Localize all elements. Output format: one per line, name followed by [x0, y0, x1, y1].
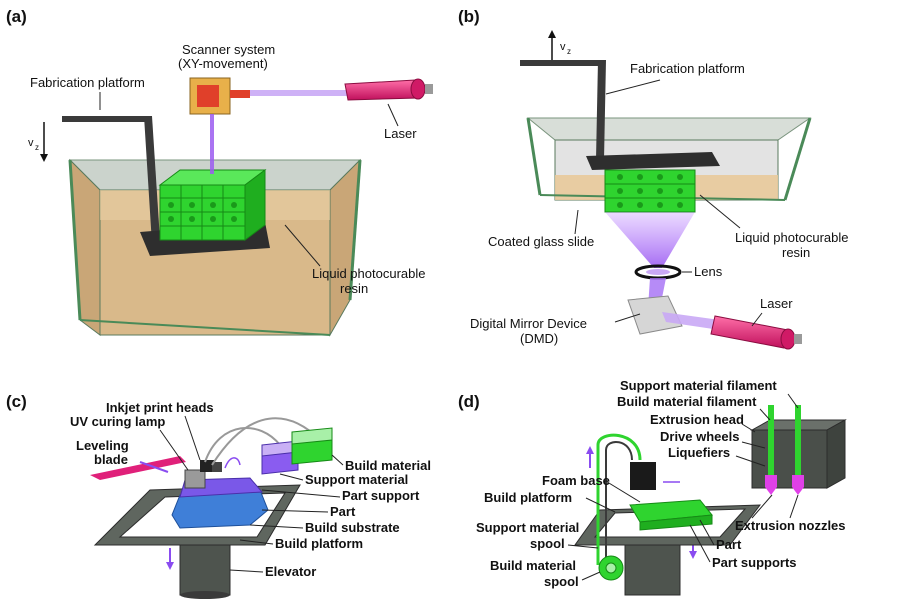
- panel-d-extrusion-head: [750, 405, 847, 495]
- panel-d-label: (d): [458, 392, 480, 411]
- panel-c-leveling-label-1: Leveling: [76, 438, 129, 453]
- panel-b-fabrication-platform: [520, 60, 720, 170]
- panel-d-part: [629, 499, 713, 531]
- panel-a-vz-sub: z: [35, 143, 39, 152]
- panel-d-build-spool-label-1: Build material: [490, 558, 576, 573]
- panel-c-uv-label: UV curing lamp: [70, 414, 165, 429]
- panel-b-resin-label-2: resin: [782, 245, 810, 260]
- panel-c-elevator-label: Elevator: [265, 564, 316, 579]
- panel-c-leveling-blade: [90, 456, 186, 480]
- panel-b-laser-device: [710, 315, 802, 350]
- panel-d-head-small: [630, 462, 656, 490]
- panel-c-build-container: [291, 427, 333, 465]
- panel-d-extrusion-nozzles-label: Extrusion nozzles: [735, 518, 846, 533]
- panel-d-support-filament-label: Support material filament: [620, 378, 777, 393]
- panel-a-scanner: [189, 77, 350, 174]
- panel-d-support-spool-label-1: Support material: [476, 520, 579, 535]
- panel-d: (d): [458, 378, 847, 596]
- panel-a-scanner-label-1: Scanner system: [182, 42, 275, 57]
- panel-d-build-filament-label: Build material filament: [617, 394, 757, 409]
- panel-a: (a) v z: [6, 7, 433, 337]
- panel-c-print-head: [184, 417, 321, 489]
- panel-b-dmd: [627, 295, 683, 335]
- panel-c-support-container: [261, 440, 299, 475]
- panel-b-label: (b): [458, 7, 480, 26]
- panel-b-platform-label: Fabrication platform: [630, 61, 745, 76]
- panel-a-platform-label: Fabrication platform: [30, 75, 145, 90]
- panel-d-support-spool-label-2: spool: [530, 536, 565, 551]
- panel-a-part: [158, 169, 267, 241]
- panel-b: (b) v z: [458, 7, 848, 350]
- panel-d-extrusion-head-label: Extrusion head: [650, 412, 744, 427]
- panel-d-liquefiers-label: Liquefiers: [668, 445, 730, 460]
- panel-d-build-platform-label: Build platform: [484, 490, 572, 505]
- panel-c-blade-arrow: [139, 461, 169, 473]
- panel-d-drive-wheels-label: Drive wheels: [660, 429, 740, 444]
- panel-b-resin-label-1: Liquid photocurable: [735, 230, 848, 245]
- panel-b-laser-label: Laser: [760, 296, 793, 311]
- panel-b-vz-label: v: [560, 41, 566, 53]
- panel-a-laser-device: [344, 78, 433, 101]
- panel-c-build-substrate-label: Build substrate: [305, 520, 400, 535]
- panel-a-scanner-label-2: (XY-movement): [178, 56, 268, 71]
- panel-b-vz-arrow: v z: [548, 30, 571, 62]
- panel-d-part-label: Part: [716, 537, 742, 552]
- panel-c-leveling-label-2: blade: [94, 452, 128, 467]
- panel-d-build-filament-path: [596, 433, 642, 565]
- panel-c-support-material-label: Support material: [305, 472, 408, 487]
- panel-c: (c): [6, 392, 431, 599]
- panel-a-resin-label-2: resin: [340, 281, 368, 296]
- panel-a-vz-arrow: v z: [28, 122, 48, 162]
- panel-b-dmd-label-2: (DMD): [520, 331, 558, 346]
- panel-b-part: [604, 169, 696, 213]
- panel-a-label: (a): [6, 7, 27, 26]
- panel-b-light-cone: [605, 212, 695, 268]
- panel-d-build-spool: [598, 555, 624, 581]
- panel-d-build-spool-label-2: spool: [544, 574, 579, 589]
- panel-b-dmd-label-1: Digital Mirror Device: [470, 316, 587, 331]
- panel-a-laser-label: Laser: [384, 126, 417, 141]
- panel-b-beam-laser: [662, 312, 720, 330]
- panel-b-glass-label: Coated glass slide: [488, 234, 594, 249]
- panel-c-part-label: Part: [330, 504, 356, 519]
- panel-c-label: (c): [6, 392, 27, 411]
- panel-a-resin-label-1: Liquid photocurable: [312, 266, 425, 281]
- panel-d-support-filament-path: [605, 441, 633, 565]
- panel-b-vz-sub: z: [567, 47, 571, 56]
- panel-c-build-material-label: Build material: [345, 458, 431, 473]
- panel-c-inkjet-label: Inkjet print heads: [106, 400, 214, 415]
- panel-d-part-supports-label: Part supports: [712, 555, 797, 570]
- panel-a-vz-label: v: [28, 137, 34, 149]
- panel-c-part-support-label: Part support: [342, 488, 420, 503]
- panel-d-foam-base-label: Foam base: [542, 473, 610, 488]
- panel-c-build-platform-label: Build platform: [275, 536, 363, 551]
- panel-b-lens-label: Lens: [694, 264, 723, 279]
